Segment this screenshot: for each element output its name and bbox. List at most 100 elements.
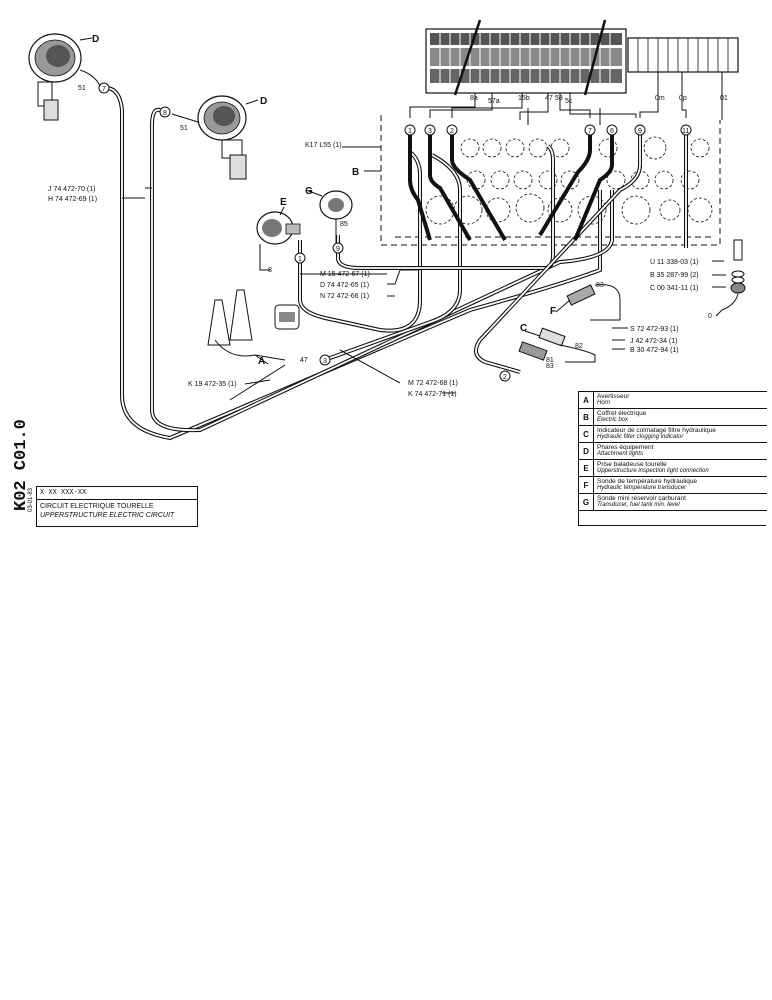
attachment-light-d2: [171, 95, 247, 180]
partno-h74-472-69: H 74 472-69 (1): [48, 196, 97, 203]
electric-box-relay-panel: [425, 19, 739, 96]
terminal-58: 58: [555, 95, 563, 102]
legend-english: Hydraulic temperature transducer: [597, 485, 687, 491]
legend-divider: [578, 507, 579, 525]
legend-french: Avertisseur: [597, 393, 630, 400]
partno-u11-338-03: U 11 338-03 (1): [650, 259, 699, 266]
svg-text:8: 8: [163, 110, 167, 117]
fuel-tank-transducer-g: [319, 190, 353, 243]
legend-divider-bottom: [578, 525, 766, 526]
partno-b35-287-99: B 35 287-99 (2): [650, 272, 699, 279]
legend-english: Upperstructure inspection light connecti…: [597, 468, 709, 474]
wire-number-3: 3: [424, 124, 436, 136]
svg-text:3: 3: [428, 128, 432, 135]
wire-number-9: 9: [634, 124, 646, 136]
partno-d74-472-65: D 74 472-65 (1): [320, 282, 369, 289]
terminal-5c: 5c: [565, 98, 573, 105]
partno-c00-341-11: C 00 341-11 (1): [650, 285, 699, 292]
legend-english: Transducer, fuel tank min. level: [597, 502, 680, 508]
legend-french: Coffret électrique: [597, 410, 647, 417]
small-label-47: 47: [300, 357, 308, 364]
legend-english: Horn: [597, 400, 611, 406]
partno-n72-472-66: N 72 472-66 (1): [320, 293, 369, 300]
svg-text:3: 3: [323, 358, 327, 365]
wire-number-9b: 9: [332, 242, 344, 254]
box-grommet-holes: [425, 136, 713, 225]
small-label-51a: 51: [78, 85, 86, 92]
callout-a: A: [258, 356, 265, 367]
hydraulic-temp-transducer-f: [566, 284, 621, 321]
legend-key: D: [579, 443, 594, 459]
terminal-8a: 8a: [470, 95, 478, 102]
svg-text:1: 1: [408, 128, 412, 135]
wire-number-11: 11: [680, 124, 692, 136]
attachment-light-d1: [28, 33, 101, 121]
legend-key: F: [579, 477, 594, 493]
legend-french: Prise baladeuse tourelle: [597, 461, 667, 468]
panel-wires: [409, 72, 723, 125]
legend-key: E: [579, 460, 594, 476]
small-label-83: 83: [596, 282, 604, 289]
svg-text:7: 7: [102, 86, 106, 93]
legend-french: Sonde de température hydraulique: [597, 478, 698, 485]
wire-number-7b: 7: [98, 82, 110, 94]
legend-key: G: [579, 494, 594, 510]
small-label-82: 82: [575, 343, 583, 350]
leader-lines: [79, 37, 726, 394]
callout-f: F: [550, 306, 556, 317]
partno-k17-l55: K17 L55 (1): [305, 142, 342, 149]
svg-text:2: 2: [450, 128, 454, 135]
callout-b: B: [352, 167, 359, 178]
legend-english: Attachment lights: [597, 451, 644, 457]
small-label-81: 81: [546, 357, 554, 364]
wire-number-2: 2: [446, 124, 458, 136]
partno-m15-472-67: M 15 472-67 (1): [320, 271, 370, 278]
svg-text:9: 9: [638, 128, 642, 135]
small-label-85: 85: [340, 221, 348, 228]
small-label-51b: 51: [180, 125, 188, 132]
main-cables: [107, 86, 688, 441]
title-block-code: X XX XXX-XX: [40, 489, 87, 497]
terminal-0p: 0p: [679, 95, 687, 102]
partno-s72-472-93: S 72 472-93 (1): [630, 326, 679, 333]
svg-text:11: 11: [682, 128, 689, 135]
terminal-01: 01: [720, 95, 728, 102]
title-block: [36, 486, 198, 527]
terminal-0m: 0m: [655, 95, 665, 102]
drawing-date: 03-01-83: [28, 487, 34, 513]
legend-key: B: [579, 409, 594, 425]
legend-text: Indicateur de colmatage filtre hydrauliq…: [594, 426, 716, 442]
filter-clogging-indicator-c: [518, 327, 596, 363]
callout-d-1: D: [92, 34, 99, 45]
partno-m72-472-68: M 72 472-68 (1): [408, 380, 458, 387]
legend-french: Indicateur de colmatage filtre hydrauliq…: [597, 427, 716, 434]
title-french: CIRCUIT ELECTRIQUE TOURELLE: [40, 503, 154, 510]
partno-k74-472-71: K 74 472-71 (1): [408, 391, 457, 398]
terminal-57a: 57a: [488, 98, 500, 105]
partno-b30-472-94: B 30 472-94 (1): [630, 347, 679, 354]
svg-text:6: 6: [610, 128, 614, 135]
wire-number-7: 7: [584, 124, 596, 136]
legend-french: Phares équipement: [597, 444, 654, 451]
partno-k19-472-35: K 19 472-35 (1): [188, 381, 237, 388]
legend-french: Sonde mini réservoir carburant: [597, 495, 686, 502]
horn-a: [207, 289, 300, 361]
legend-english: Hydraulic filter clogging indicator: [597, 434, 684, 440]
wire-number-6: 6: [606, 124, 618, 136]
callout-c: C: [520, 323, 527, 334]
legend-english: Electric box: [597, 417, 629, 423]
inspection-light-connection-e: [256, 211, 301, 271]
small-label-83b: 83: [546, 363, 554, 370]
